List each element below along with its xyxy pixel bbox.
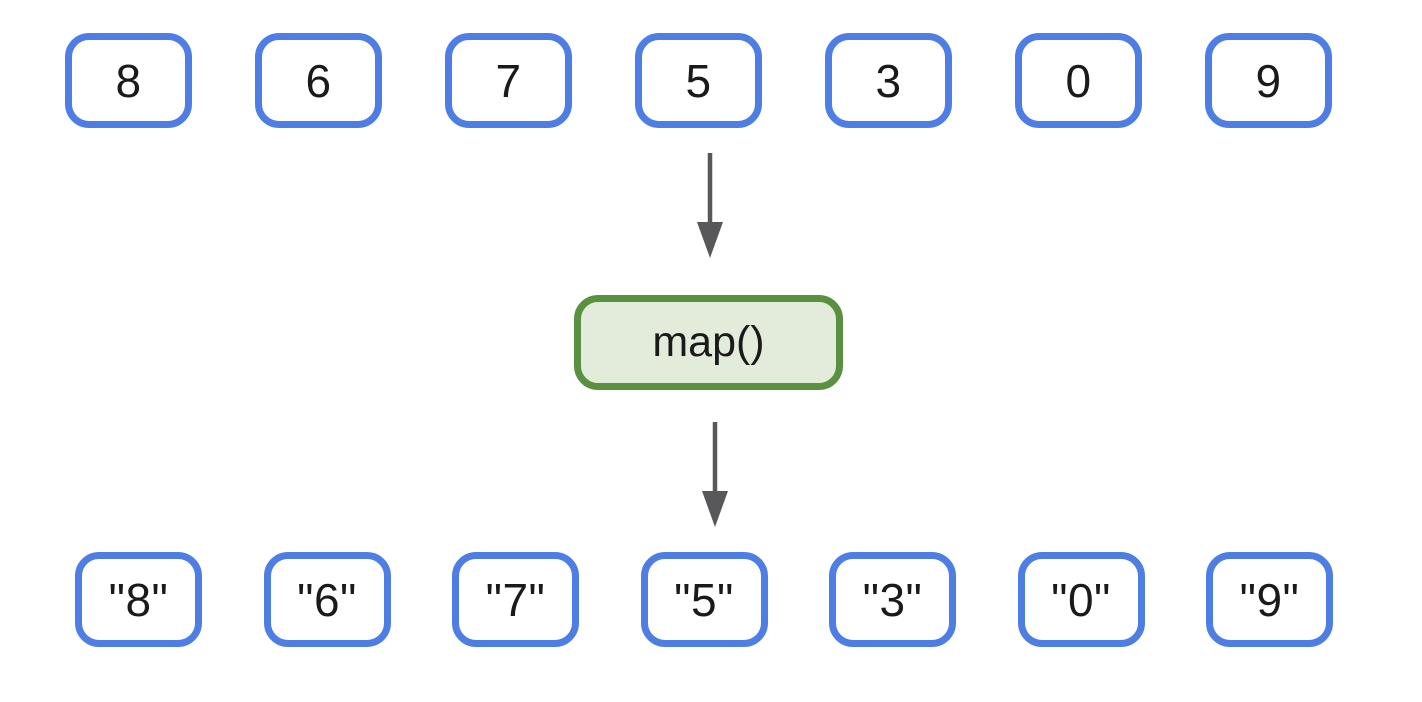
output-value: "3" — [862, 573, 923, 626]
input-value: 8 — [115, 54, 142, 107]
input-row: 8 6 7 5 3 0 9 — [65, 33, 1332, 128]
input-box: 7 — [445, 33, 572, 128]
output-box: "0" — [1017, 552, 1145, 647]
output-value: "8" — [108, 573, 169, 626]
input-value: 6 — [305, 54, 332, 107]
input-box: 8 — [65, 33, 192, 128]
input-value: 3 — [875, 54, 902, 107]
input-box: 6 — [255, 33, 382, 128]
output-box: "8" — [75, 552, 202, 647]
down-arrow-icon — [700, 421, 730, 527]
output-box: "5" — [640, 552, 768, 647]
output-box: "3" — [829, 552, 956, 647]
output-row: "8" "6" "7" "5" "3" "0" "9" — [75, 552, 1333, 647]
input-value: 7 — [495, 54, 522, 107]
input-box: 5 — [635, 33, 762, 128]
down-arrow-icon — [695, 152, 725, 258]
input-value: 5 — [685, 54, 712, 107]
map-function-label: map() — [652, 318, 765, 366]
input-value: 0 — [1065, 54, 1092, 107]
output-box: "9" — [1206, 552, 1333, 647]
map-function-box: map() — [574, 295, 843, 390]
input-box: 9 — [1205, 33, 1332, 128]
input-box: 0 — [1015, 33, 1142, 128]
output-value: "9" — [1239, 573, 1300, 626]
output-value: "5" — [674, 573, 734, 626]
input-value: 9 — [1255, 54, 1282, 107]
output-value: "7" — [485, 573, 546, 626]
output-box: "7" — [452, 552, 579, 647]
output-box: "6" — [263, 552, 391, 647]
output-value: "0" — [1051, 573, 1111, 626]
output-value: "6" — [297, 573, 357, 626]
input-box: 3 — [825, 33, 952, 128]
